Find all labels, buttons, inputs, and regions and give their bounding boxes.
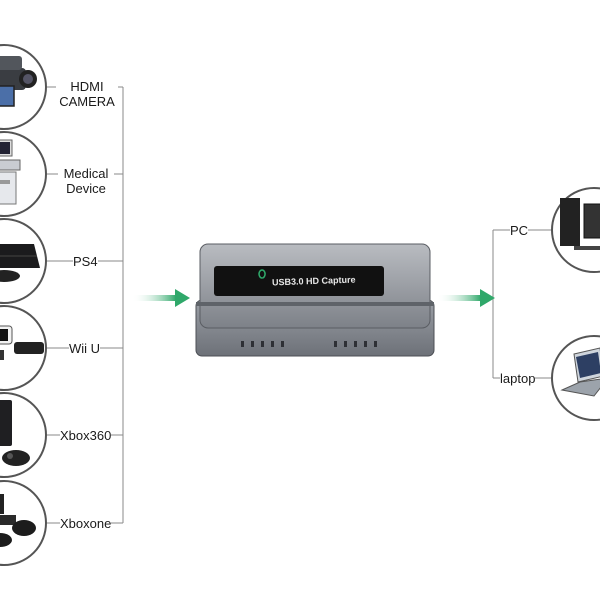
- xbox360-console-icon: [0, 392, 47, 478]
- label-hdmi-camera-line1: HDMI: [70, 79, 104, 94]
- label-medical-device-line2: Device: [66, 181, 106, 196]
- label-wii-u: Wii U: [69, 341, 101, 356]
- input-arrow: [132, 289, 190, 307]
- device-label: USB3.0 HD Capture: [271, 274, 356, 288]
- xbox-one-console-icon: [0, 480, 47, 566]
- capture-device-icon: [195, 243, 435, 357]
- label-xbox360: Xbox360: [60, 428, 112, 443]
- label-ps4: PS4: [73, 254, 98, 269]
- output-arrow: [437, 289, 495, 307]
- label-medical-device: Medical Device: [58, 166, 114, 196]
- label-medical-device-line1: Medical: [63, 166, 109, 181]
- wii-u-console-icon: [0, 305, 47, 391]
- label-hdmi-camera: HDMI CAMERA: [56, 79, 118, 109]
- ps4-console-icon: [0, 218, 47, 304]
- camcorder-icon: [0, 44, 47, 130]
- ultrasound-machine-icon: [0, 131, 47, 217]
- label-hdmi-camera-line2: CAMERA: [59, 94, 115, 109]
- label-laptop: laptop: [500, 371, 536, 386]
- label-xboxone: Xboxone: [60, 516, 112, 531]
- desktop-pc-icon: [551, 187, 600, 273]
- label-pc: PC: [510, 223, 529, 238]
- laptop-icon: [551, 335, 600, 421]
